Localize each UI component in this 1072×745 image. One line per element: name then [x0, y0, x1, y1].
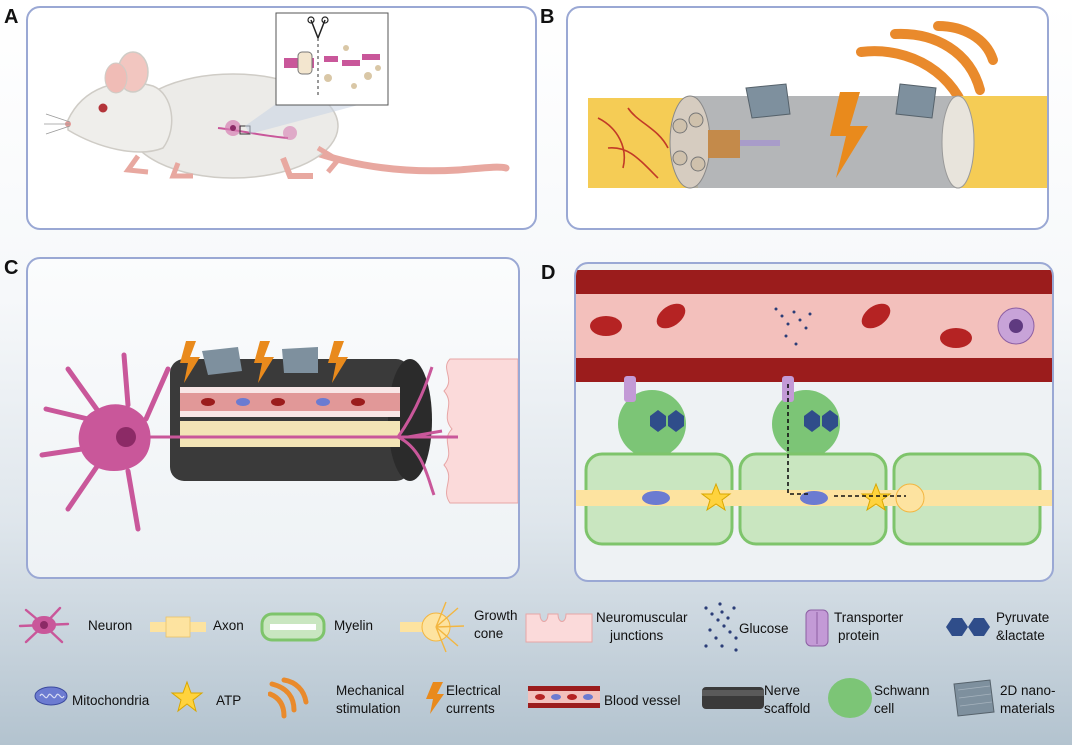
legend-growth-cone-label-2: cone	[474, 626, 504, 641]
panel-letter-b: B	[540, 6, 555, 28]
legend-growth-cone-label-1: Growth	[474, 608, 518, 623]
legend-nano-label-2: materials	[1000, 701, 1055, 716]
neuron-icon	[18, 606, 70, 644]
panel-c-neuron-scaffold	[26, 257, 520, 579]
metabolic-illustration	[576, 270, 1052, 546]
rat-illustration	[44, 12, 510, 179]
nerve-scaffold-icon	[702, 687, 764, 709]
transporter-protein-icon	[805, 609, 829, 647]
neuron-scaffold-illustration	[39, 341, 518, 532]
mechanical-stimulation-icon	[268, 677, 309, 719]
legend-scaffold-label-2: scaffold	[764, 701, 811, 716]
legend-blood-vessel-label: Blood vessel	[604, 693, 681, 708]
legend-electrical-label-1: Electrical	[446, 683, 501, 698]
panel-letter-a: A	[4, 6, 19, 28]
legend-pyruvate-label-2: &lactate	[996, 628, 1045, 643]
legend-schwann-label-1: Schwann	[874, 683, 930, 698]
atp-star-icon	[170, 680, 204, 713]
pyruvate-lactate-icon	[946, 618, 990, 636]
neuromuscular-junction-icon	[525, 613, 593, 643]
legend-nmj-label-1: Neuromuscular	[596, 610, 688, 625]
conduit-illustration	[588, 21, 1047, 189]
legend-glucose-label: Glucose	[739, 621, 789, 636]
schwann-cell-icon	[828, 678, 872, 718]
legend-atp-label: ATP	[216, 693, 242, 708]
legend-mechanical-label-1: Mechanical	[336, 683, 405, 698]
legend-transporter-label-1: Transporter	[834, 610, 904, 625]
blood-vessel-icon	[528, 686, 600, 708]
legend-mechanical-label-2: stimulation	[336, 701, 401, 716]
nanomaterial-sheet-icon	[953, 679, 995, 717]
legend-myelin-label: Myelin	[334, 618, 374, 633]
growth-cone-icon	[400, 601, 465, 653]
mitochondria-icon	[34, 686, 68, 706]
glucose-icon	[704, 602, 738, 652]
legend-transporter-label-2: protein	[838, 628, 880, 643]
legend-pyruvate-label-1: Pyruvate	[996, 610, 1050, 625]
panel-letter-d: D	[541, 262, 556, 284]
legend-nmj-label-2: junctions	[610, 628, 664, 643]
lightning-icon	[426, 682, 444, 714]
legend-electrical-label-2: currents	[446, 701, 495, 716]
legend-neuron-label: Neuron	[88, 618, 133, 633]
myelin-icon	[260, 612, 326, 642]
legend-mitochondria-label: Mitochondria	[72, 693, 150, 708]
axon-icon	[150, 616, 206, 638]
panel-d-metabolic-support	[574, 262, 1054, 582]
panel-letter-c: C	[4, 257, 19, 279]
legend-scaffold-label-1: Nerve	[764, 683, 801, 698]
legend-schwann-label-2: cell	[874, 701, 895, 716]
panel-b-nerve-conduit	[566, 6, 1049, 230]
legend-nano-label-1: 2D nano-	[1000, 683, 1056, 698]
legend-axon-label: Axon	[213, 618, 244, 633]
panel-a-rat-nerve-injury	[26, 6, 537, 230]
